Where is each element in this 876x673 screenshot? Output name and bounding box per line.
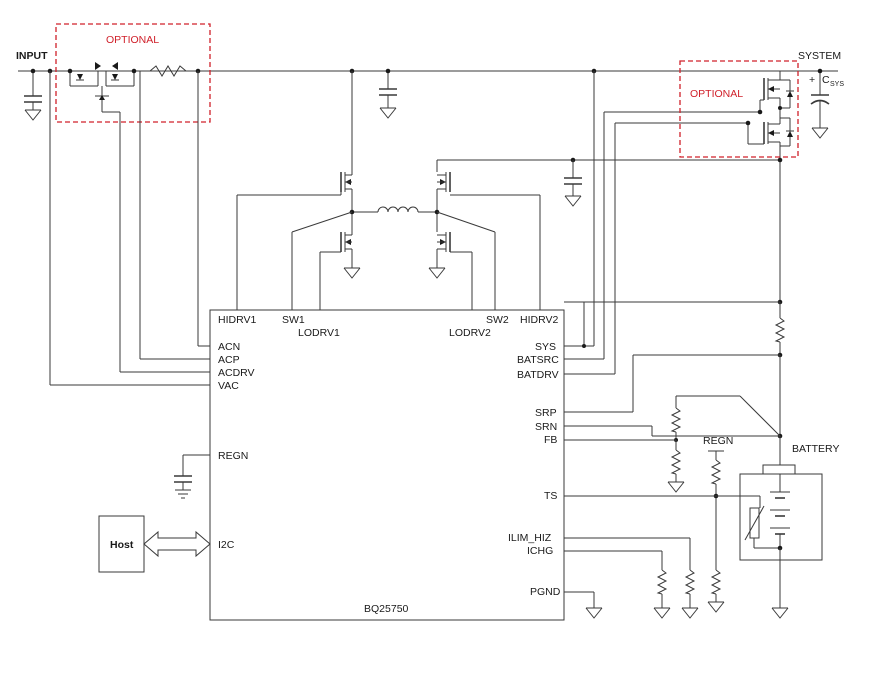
optional-label-battery: OPTIONAL <box>690 88 743 100</box>
pin-lodrv1: LODRV1 <box>298 327 340 339</box>
inductor <box>352 206 437 213</box>
input-sense-resistor <box>149 65 187 77</box>
pin-batdrv: BATDRV <box>517 369 559 381</box>
ichg-resistor <box>564 550 671 619</box>
charge-sense-resistor <box>775 302 785 355</box>
hs-mosfet-1 <box>237 172 353 212</box>
i2c-arrow <box>143 530 211 558</box>
ilim-resistor <box>564 537 699 619</box>
csys-plus: + <box>809 74 815 86</box>
optional-box-input <box>55 23 211 123</box>
pin-acp: ACP <box>218 354 240 366</box>
pin-srn: SRN <box>535 421 557 433</box>
fb-divider <box>564 395 781 493</box>
output-capacitor <box>563 160 583 207</box>
pin-i2c: I2C <box>218 539 235 551</box>
pin-ichg: ICHG <box>527 545 553 557</box>
pin-sw1: SW1 <box>282 314 305 326</box>
pin-ts: TS <box>544 490 557 502</box>
pin-ilim-hiz: ILIM_HIZ <box>508 532 552 544</box>
battery-fet-mosfets <box>747 71 794 160</box>
pin-sw2: SW2 <box>486 314 509 326</box>
pin-hidrv2: HIDRV2 <box>520 314 558 326</box>
pin-acn: ACN <box>218 341 240 353</box>
pin-batsrc: BATSRC <box>517 354 559 366</box>
pin-fb: FB <box>544 434 557 446</box>
input-bulk-capacitor <box>378 71 398 119</box>
csys-capacitor <box>810 71 830 139</box>
host-label: Host <box>110 539 134 551</box>
pin-lodrv2: LODRV2 <box>449 327 491 339</box>
ls-mosfet-1 <box>320 212 361 279</box>
input-label: INPUT <box>16 50 48 62</box>
pin-hidrv1: HIDRV1 <box>218 314 256 326</box>
pin-sys: SYS <box>535 341 556 353</box>
system-label: SYSTEM <box>798 50 841 62</box>
pin-pgnd: PGND <box>530 586 561 598</box>
ic-name: BQ25750 <box>364 603 409 615</box>
regn-capacitor <box>173 454 210 499</box>
battery-pack <box>739 436 823 619</box>
pin-acdrv: ACDRV <box>218 367 255 379</box>
battery-label: BATTERY <box>792 443 839 455</box>
optional-box-battery <box>679 60 799 158</box>
ts-bias-network <box>707 450 725 613</box>
csys-sub: SYS <box>830 81 844 88</box>
pin-regn: REGN <box>218 450 248 462</box>
regn-label: REGN <box>703 435 733 447</box>
pin-srp: SRP <box>535 407 557 419</box>
pin-vac: VAC <box>218 380 239 392</box>
csys-label: C <box>822 74 830 86</box>
input-capacitor <box>23 71 43 121</box>
ls-mosfet-2 <box>428 212 472 279</box>
hs-mosfet-2 <box>436 172 540 212</box>
input-blocking-mosfets <box>69 62 135 112</box>
optional-label-input: OPTIONAL <box>106 34 159 46</box>
bq25750-ic <box>209 309 565 621</box>
